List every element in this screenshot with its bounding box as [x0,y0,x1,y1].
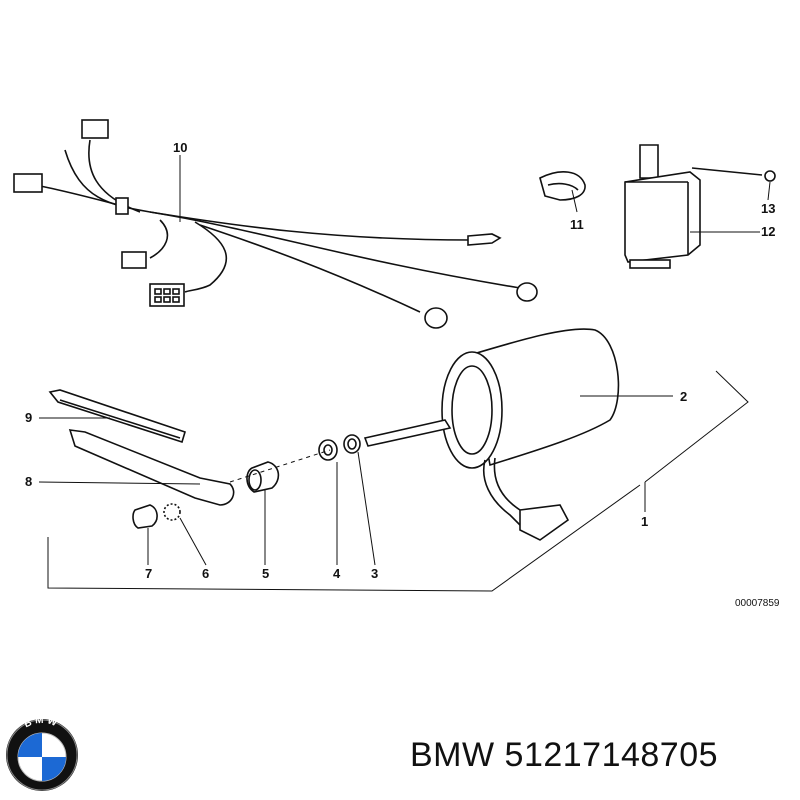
callout-12: 12 [761,224,775,239]
drive-shaft [363,419,452,447]
callout-2: 2 [680,389,687,404]
callout-10: 10 [173,140,187,155]
callout-6: 6 [202,566,209,581]
relay-part [624,144,776,269]
callout-1: 1 [641,514,648,529]
callout-4: 4 [333,566,341,581]
callout-8: 8 [25,474,32,489]
part-number-text: BMW 51217148705 [410,736,719,774]
callouts: 10 11 12 13 2 9 8 1 7 6 5 4 3 00007859 [25,140,780,609]
callout-13: 13 [761,201,775,216]
bmw-logo: BMW [6,715,78,791]
wiper-arm-and-blade [48,389,235,506]
callout-7: 7 [145,566,152,581]
wiring-harness [13,119,538,329]
leader-lines [38,155,771,592]
callout-3: 3 [371,566,378,581]
wiper-motor [441,328,620,541]
svg-text:BMW: BMW [23,715,62,730]
reference-number: 00007859 [735,598,780,609]
callout-9: 9 [25,410,32,425]
clip-part [539,171,586,201]
callout-5: 5 [262,566,269,581]
callout-11: 11 [570,217,584,232]
